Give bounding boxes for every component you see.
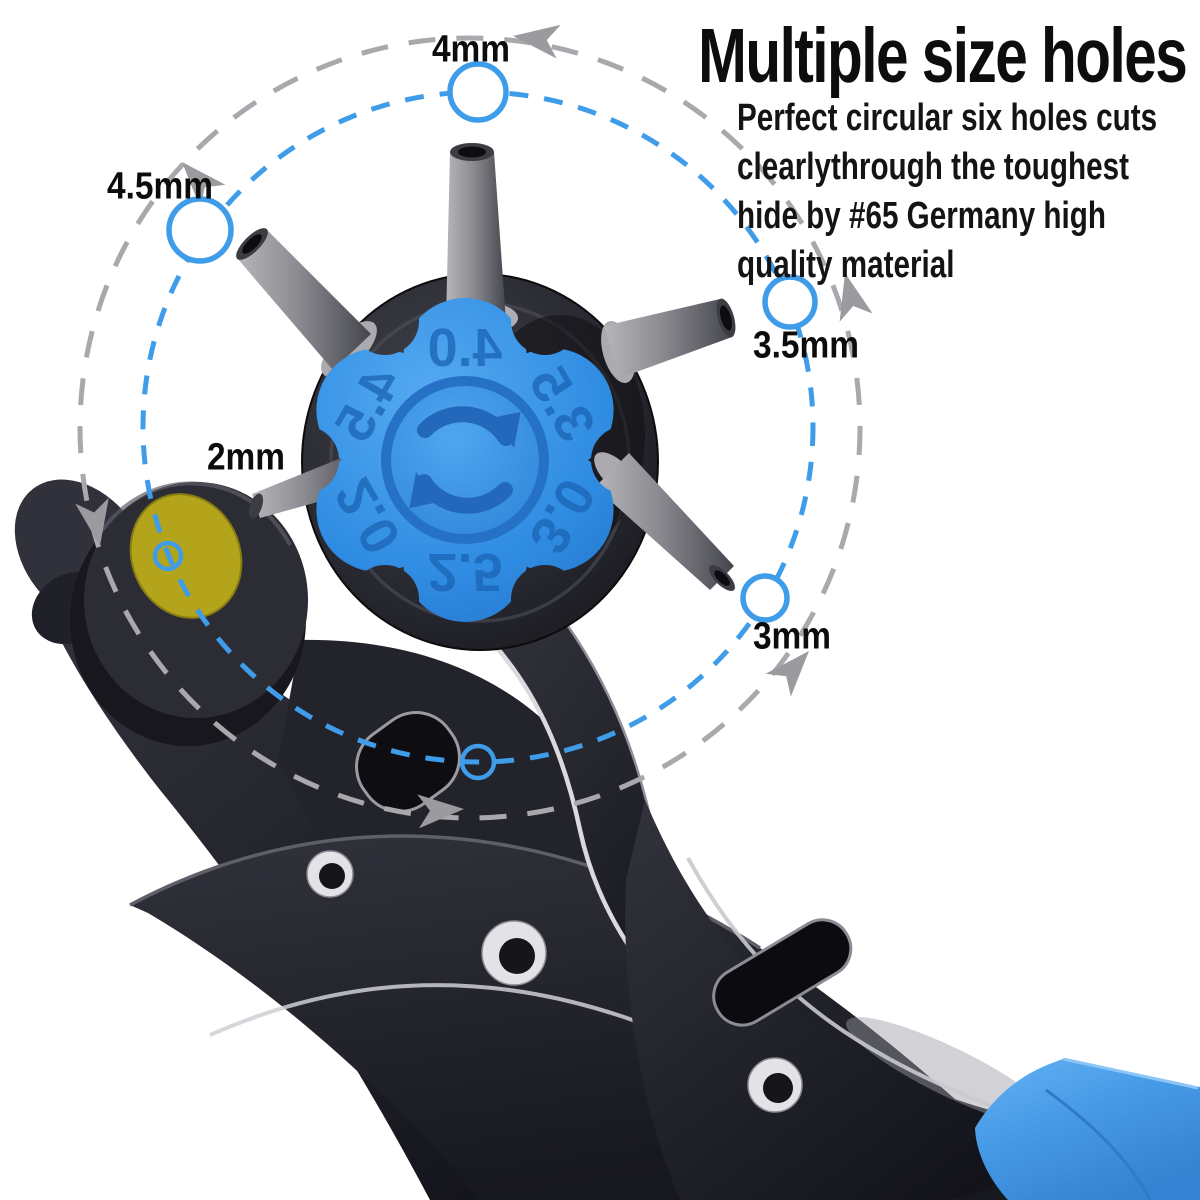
grip-seam [1045, 1088, 1152, 1200]
hole-marker-4-5mm [166, 196, 234, 264]
jaw-slot-hole [355, 711, 461, 813]
rotation-arrow-icon [513, 24, 561, 59]
handle-grip [975, 1057, 1200, 1200]
hole-marker-3-5mm [762, 274, 818, 330]
dial-size: 4.0 [427, 318, 502, 378]
hole-marker-3mm [740, 573, 790, 623]
hole-marker-small [459, 743, 497, 781]
description-line: quality material [737, 244, 955, 286]
hole-label-4-5mm: 4.5mm [107, 165, 213, 208]
description-line: clearlythrough the toughest [737, 146, 1129, 188]
rotation-arrow-icon [75, 497, 109, 546]
hole-label-3-5mm: 3.5mm [753, 324, 859, 367]
hole-label-3mm: 3mm [752, 615, 832, 658]
rivet [306, 850, 354, 898]
dial-size: 2.5 [427, 542, 502, 602]
rivet [481, 920, 547, 986]
hole-marker-2mm [152, 540, 184, 572]
rotation-arrow-icon [182, 162, 226, 208]
tool-illustration: 4.0 3.5 3.0 2.5 2.0 4.5 [14, 143, 1200, 1200]
rotation-arrow-icon [417, 794, 464, 829]
annotation-layer [75, 24, 873, 829]
rotation-guide-circle [77, 35, 863, 821]
rotate-arrows-icon [409, 406, 521, 514]
handle-slot-hole [712, 918, 853, 1027]
hole-marker-4mm [447, 61, 509, 123]
description-line: hide by #65 Germany high [737, 195, 1106, 237]
rotation-arrows [75, 24, 873, 829]
product-description: Perfect circular six holes cuts clearlyt… [737, 94, 1157, 290]
punch-tube-right [601, 298, 736, 384]
rivet [747, 1057, 803, 1113]
hole-label-4mm: 4mm [431, 28, 511, 71]
description-line: Perfect circular six holes cuts [737, 97, 1158, 139]
rotation-arrow-icon [839, 273, 873, 322]
rotation-arrow-icon [765, 651, 809, 697]
size-dial: 4.0 3.5 3.0 2.5 2.0 4.5 [297, 292, 633, 628]
hole-label-2mm: 2mm [206, 436, 286, 479]
page-title: Multiple size holes [697, 13, 1188, 99]
